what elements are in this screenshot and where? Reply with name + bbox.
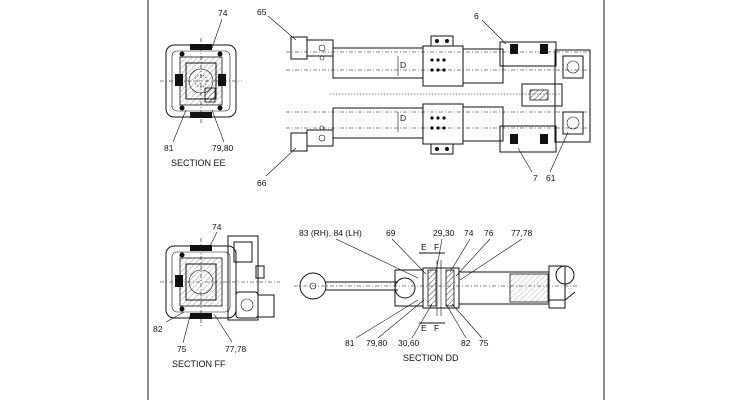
- leader-dd-81: [355, 299, 419, 339]
- leader-top-65: [267, 15, 297, 41]
- ff-label-74: 74: [212, 222, 222, 232]
- dd-label-69: 69: [386, 228, 396, 238]
- ff-caption: SECTION FF: [172, 359, 226, 369]
- leader-dd-76: [455, 238, 491, 277]
- leader-dd-83: [335, 238, 419, 279]
- section-ee-view: [160, 38, 242, 124]
- dd-cut-f-top: F: [434, 242, 439, 252]
- dd-cut-e-top: E: [421, 242, 427, 252]
- leader-ff-75: [182, 315, 191, 344]
- ee-label-74: 74: [218, 8, 228, 18]
- top-view-label-7: 7: [533, 173, 538, 183]
- dd-label-77-78: 77,78: [511, 228, 533, 238]
- leader-top-66: [265, 147, 297, 177]
- leader-top-61: [549, 131, 569, 173]
- top-view-dim-upper: D: [400, 60, 406, 70]
- ee-label-79-80: 79,80: [212, 143, 234, 153]
- ff-label-75: 75: [177, 344, 187, 354]
- leader-ff-77: [213, 313, 233, 343]
- leader-dd-75: [451, 303, 483, 339]
- dd-caption: SECTION DD: [403, 353, 459, 363]
- leader-dd-79: [377, 299, 425, 339]
- leader-dd-29: [435, 238, 443, 273]
- leader-dd-77: [459, 238, 523, 281]
- dd-label-75: 75: [479, 338, 489, 348]
- top-view-assembly: [286, 35, 591, 155]
- ee-caption: SECTION EE: [171, 158, 226, 168]
- dd-label-30-60: 30,60: [398, 338, 420, 348]
- top-view-label-61: 61: [546, 173, 556, 183]
- leader-top-7: [517, 147, 533, 173]
- top-view-dim-lower: D: [400, 113, 406, 123]
- dd-cut-e-bottom: E: [421, 323, 427, 333]
- section-dd-view: [294, 260, 578, 316]
- dd-label-76: 76: [484, 228, 494, 238]
- top-view-label-66: 66: [257, 178, 267, 188]
- leader-ee-81: [172, 109, 187, 143]
- leader-ee-79: [211, 109, 225, 143]
- ff-label-82: 82: [153, 324, 163, 334]
- leader-dd-69: [391, 238, 427, 275]
- ee-label-81: 81: [164, 143, 174, 153]
- dd-cut-f-bottom: F: [434, 323, 439, 333]
- leader-dd-74: [449, 238, 471, 273]
- leader-dd-82: [445, 303, 467, 339]
- leader-top-6: [481, 19, 507, 45]
- dd-label-79-80: 79,80: [366, 338, 388, 348]
- leader-ee-74: [211, 18, 223, 49]
- section-ff-view: [160, 235, 280, 326]
- top-view-label-65: 65: [257, 7, 267, 17]
- dd-label-81: 81: [345, 338, 355, 348]
- dd-label-29-30: 29,30: [433, 228, 455, 238]
- dd-label-82: 82: [461, 338, 471, 348]
- dd-label-83-84: 83 (RH), 84 (LH): [299, 228, 362, 238]
- ff-label-77-78: 77,78: [225, 344, 247, 354]
- leader-ff-82: [165, 311, 185, 323]
- dd-label-74: 74: [464, 228, 474, 238]
- leader-dd-30: [411, 303, 433, 339]
- leader-ff-74: [207, 231, 218, 251]
- top-view-label-6: 6: [474, 11, 479, 21]
